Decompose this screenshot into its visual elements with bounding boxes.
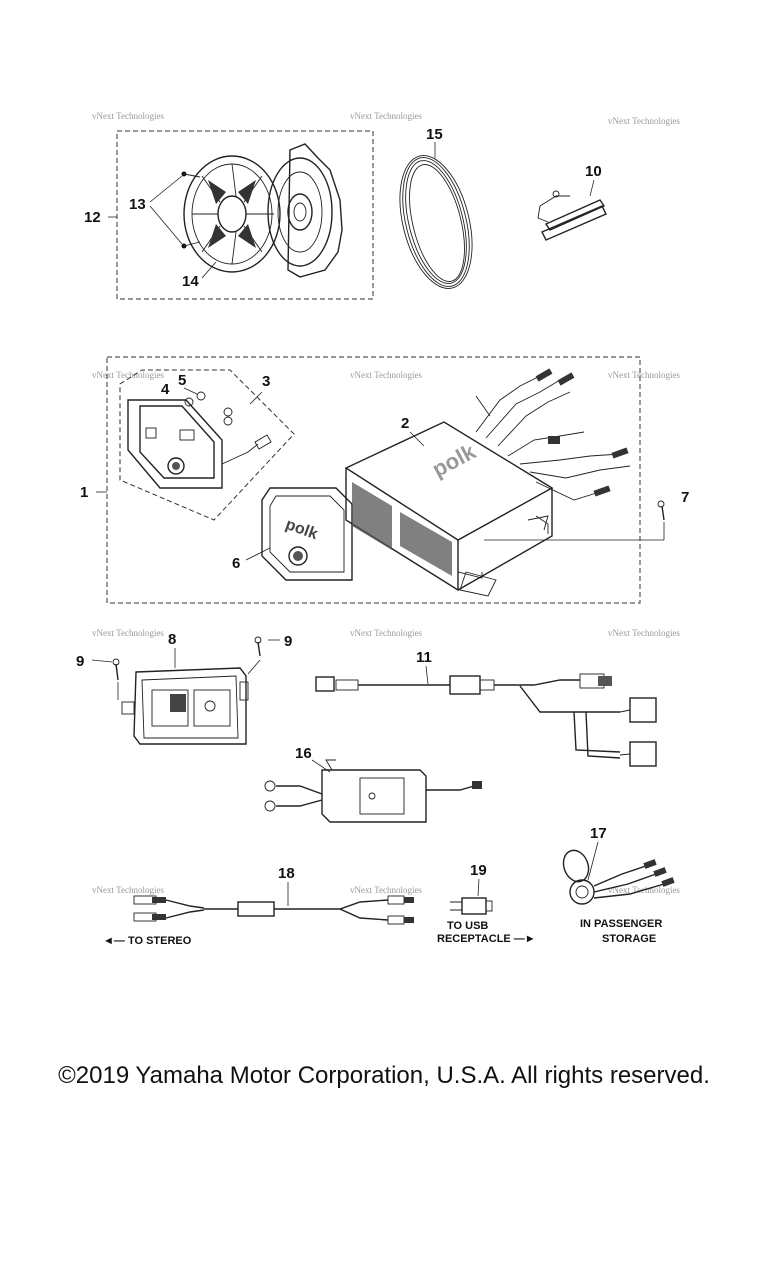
callout-7: 7 (681, 489, 689, 506)
screw-icon (112, 636, 262, 681)
kit-boundary (106, 356, 641, 604)
callout-18: 18 (278, 865, 295, 882)
callout-6: 6 (232, 555, 240, 572)
kit-boundary (116, 130, 374, 300)
callout-9: 9 (284, 633, 292, 650)
watermark: vNext Technologies (350, 885, 422, 895)
screw-icon (657, 500, 665, 521)
harness-bar: 10 (537, 163, 607, 241)
watermark: vNext Technologies (350, 628, 422, 638)
passenger-storage-label: IN PASSENGER (580, 918, 662, 930)
watermark: vNext Technologies (92, 885, 164, 895)
callout-13: 13 (129, 196, 146, 213)
nut-icon (184, 391, 233, 426)
callout-11: 11 (416, 649, 432, 666)
callout-17: 17 (590, 825, 607, 842)
callout-3: 3 (262, 373, 270, 390)
usb-receptacle (562, 849, 675, 905)
screw-icon (181, 171, 201, 249)
callout-10: 10 (585, 163, 602, 180)
watermark: vNext Technologies (608, 628, 680, 638)
brand-label: polk (428, 438, 480, 482)
callout-4: 4 (161, 381, 170, 398)
callout-14: 14 (182, 273, 199, 290)
speaker-grille (183, 155, 281, 273)
passenger-storage-label: STORAGE (602, 933, 656, 945)
watermark: vNext Technologies (350, 111, 422, 121)
watermark: vNext Technologies (92, 628, 164, 638)
to-usb-label: RECEPTACLE —► (437, 933, 536, 945)
usb-adapter (450, 897, 493, 915)
power-module (264, 759, 482, 823)
wire-coil: 15 (399, 126, 473, 289)
speaker-driver (267, 143, 343, 278)
remote-control-unit (127, 399, 272, 489)
watermark: vNext Technologies (92, 370, 164, 380)
stereo-kit: 1 3 4 5 polk (80, 356, 689, 604)
to-usb-label: TO USB (447, 920, 488, 932)
receiver-module (121, 667, 249, 745)
audio-cable (133, 895, 414, 925)
copyright-notice: ©2019 Yamaha Motor Corporation, U.S.A. A… (58, 1062, 710, 1089)
callout-16: 16 (295, 745, 312, 762)
callout-2: 2 (401, 415, 409, 432)
remote-bezel: polk (261, 487, 353, 581)
watermark: vNext Technologies (608, 370, 680, 380)
callout-19: 19 (470, 862, 487, 879)
brand-label: polk (283, 516, 320, 543)
callout-9: 9 (76, 653, 84, 670)
callout-8: 8 (168, 631, 176, 648)
callout-1: 1 (80, 484, 88, 501)
watermark: vNext Technologies (608, 116, 680, 126)
to-stereo-label: ◄— TO STEREO (103, 935, 192, 947)
callout-15: 15 (426, 126, 443, 143)
watermark: vNext Technologies (92, 111, 164, 121)
callout-12: 12 (84, 209, 101, 226)
callout-5: 5 (178, 372, 186, 389)
amplifier: polk (344, 368, 631, 597)
watermark: vNext Technologies (350, 370, 422, 380)
speaker-kit: 12 13 14 (84, 130, 374, 300)
wiring-harness (315, 673, 657, 767)
